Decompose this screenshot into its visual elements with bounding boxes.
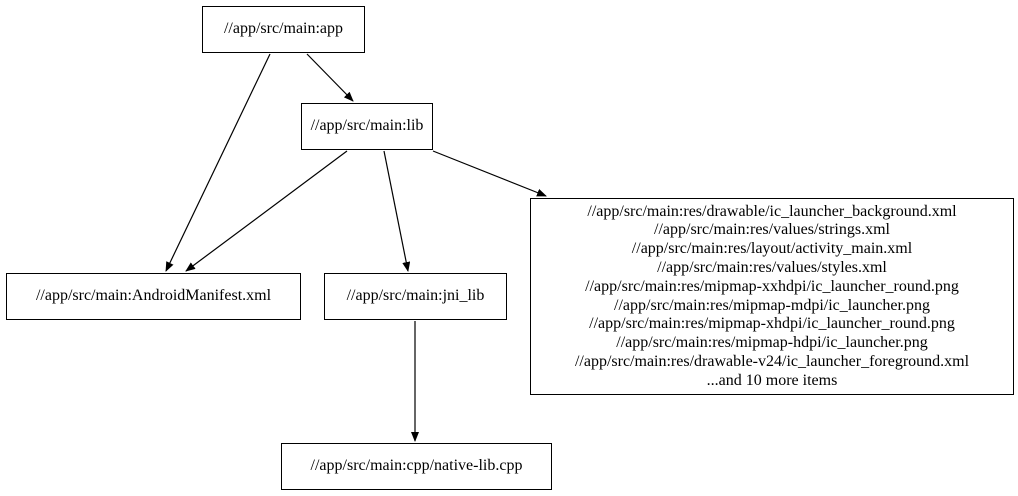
node-resources[interactable]: //app/src/main:res/drawable/ic_launcher_… [530,198,1014,395]
node-lib-label: //app/src/main:lib [310,117,424,135]
edge-lib-to-manifest [185,150,348,272]
resource-line: //app/src/main:res/values/strings.xml [654,221,890,239]
resource-line: //app/src/main:res/drawable-v24/ic_launc… [574,352,970,370]
resource-line: //app/src/main:res/mipmap-xhdpi/ic_launc… [589,315,955,333]
node-jni-lib[interactable]: //app/src/main:jni_lib [324,273,507,320]
node-native-lib-cpp-label: //app/src/main:cpp/native-lib.cpp [310,457,523,475]
node-native-lib-cpp[interactable]: //app/src/main:cpp/native-lib.cpp [281,443,552,490]
resource-line: //app/src/main:res/mipmap-xxhdpi/ic_laun… [585,277,959,295]
node-android-manifest-label: //app/src/main:AndroidManifest.xml [35,287,272,305]
node-app-label: //app/src/main:app [223,20,344,38]
resource-line: //app/src/main:res/drawable/ic_launcher_… [587,202,957,220]
edge-app-to-manifest [165,53,271,272]
node-lib[interactable]: //app/src/main:lib [301,103,433,150]
edge-lib-to-jni_lib [383,150,411,272]
node-android-manifest[interactable]: //app/src/main:AndroidManifest.xml [6,273,301,320]
edge-lib-to-resources [432,150,547,197]
resource-line: //app/src/main:res/mipmap-hdpi/ic_launch… [616,334,928,352]
node-jni-lib-label: //app/src/main:jni_lib [346,287,485,305]
node-app[interactable]: //app/src/main:app [202,6,365,53]
resource-more-items: ...and 10 more items [706,371,838,389]
resource-line: //app/src/main:res/values/styles.xml [657,258,887,276]
resource-line: //app/src/main:res/layout/activity_main.… [631,240,913,258]
edge-app-to-lib [306,53,354,102]
resource-line: //app/src/main:res/mipmap-mdpi/ic_launch… [614,296,930,314]
